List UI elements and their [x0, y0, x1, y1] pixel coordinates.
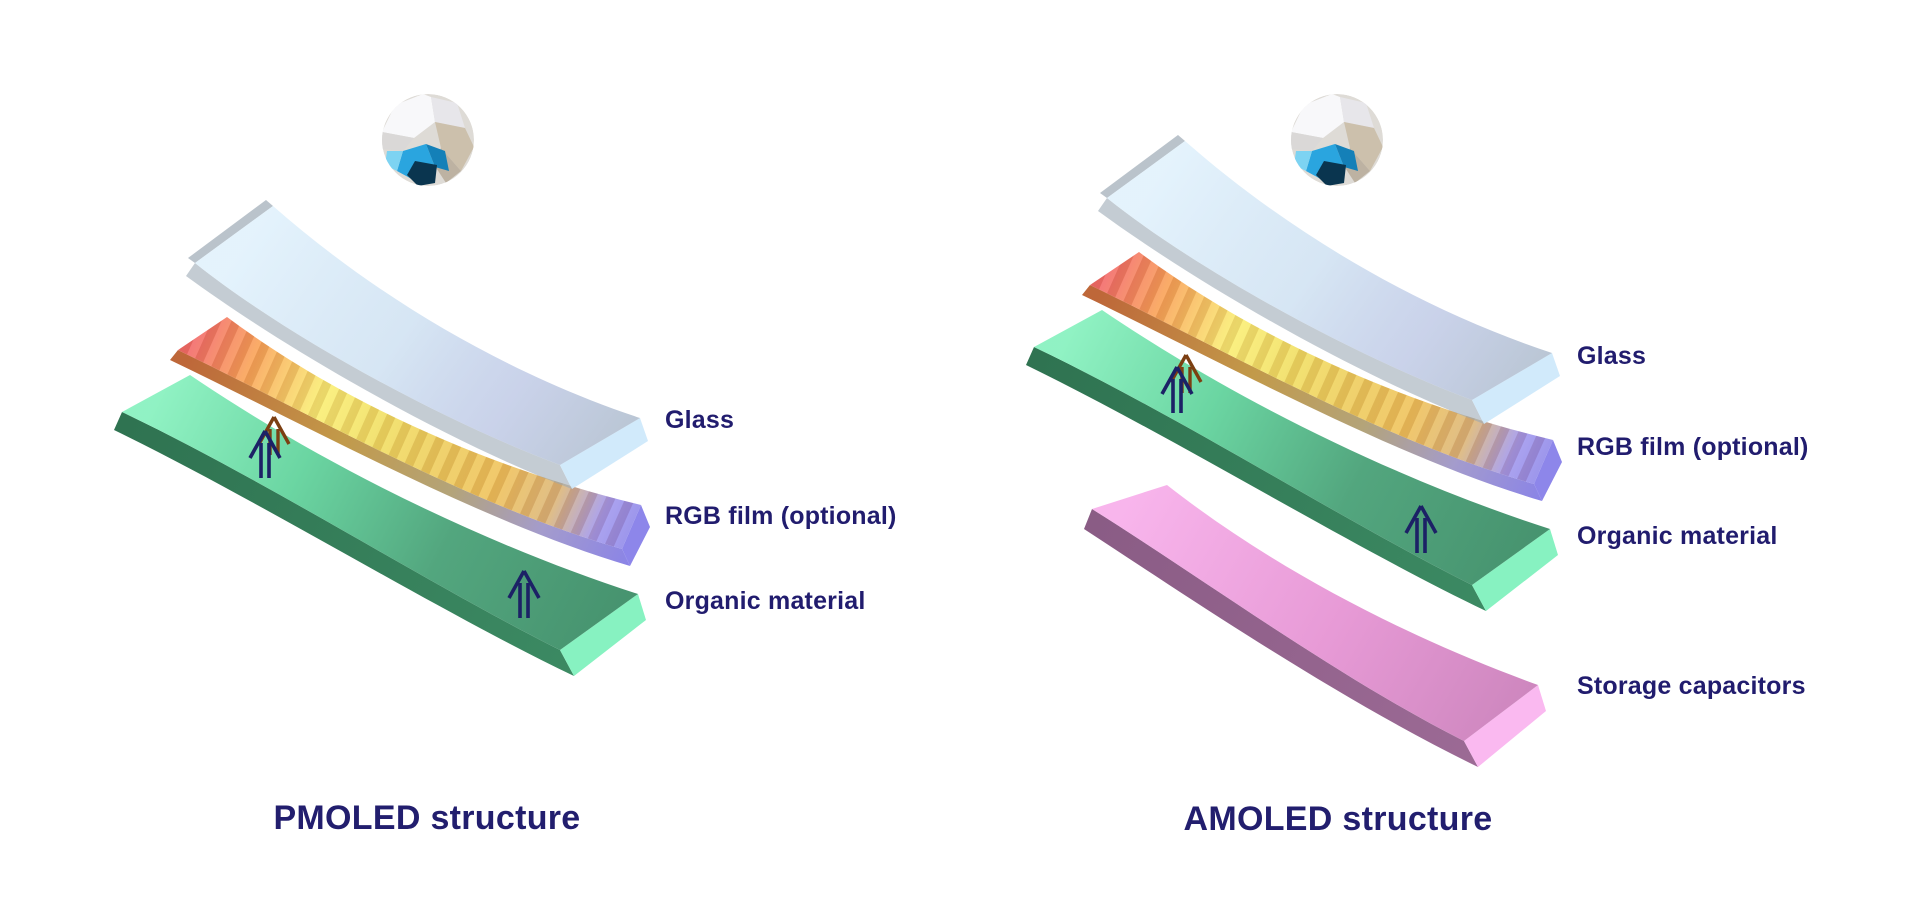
up-arrow-icon — [1404, 505, 1438, 553]
storage-capacitors-layer — [1084, 485, 1546, 767]
label-storage-capacitors: Storage capacitors — [1577, 672, 1806, 700]
label-glass-left: Glass — [665, 406, 735, 434]
pmoled-diagram — [114, 94, 650, 676]
label-organic-material-left: Organic material — [665, 587, 866, 615]
faceted-globe-icon — [1291, 94, 1383, 186]
label-rgb-film-left: RGB film (optional) — [665, 502, 897, 530]
faceted-globe-icon — [382, 94, 474, 186]
label-organic-material-right: Organic material — [1577, 522, 1778, 550]
up-arrow-icon — [1160, 354, 1203, 413]
pmoled-title: PMOLED structure — [273, 799, 581, 837]
amoled-diagram — [1026, 94, 1562, 767]
up-arrow-icon — [507, 570, 541, 618]
amoled-title: AMOLED structure — [1183, 800, 1493, 838]
label-rgb-film-right: RGB film (optional) — [1577, 433, 1809, 461]
label-glass-right: Glass — [1577, 342, 1647, 370]
up-arrow-icon — [248, 416, 291, 478]
